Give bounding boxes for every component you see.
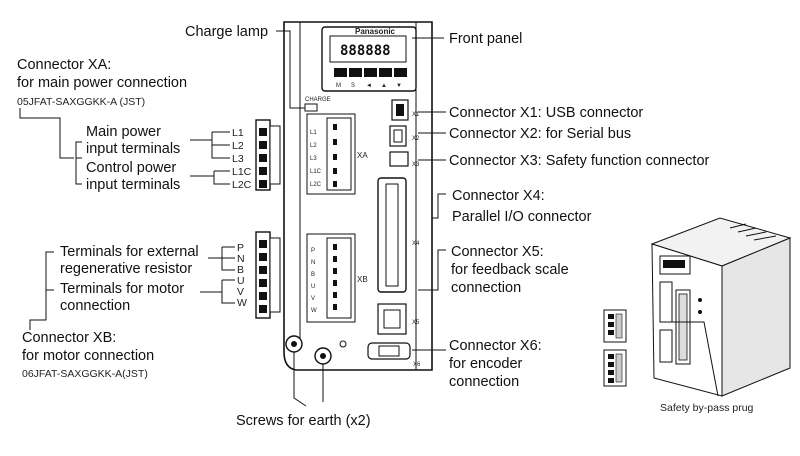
control-power-label-2: input terminals — [86, 177, 180, 193]
xa-terminal-l2c: L2C — [232, 179, 252, 191]
motor-term-label-1: Terminals for motor — [60, 281, 184, 297]
xb-panel-b: B — [311, 272, 315, 278]
xb-terminal-p: P — [237, 242, 244, 254]
front-panel: Panasonic 888888 M S ◄ ▲ ▼ — [321, 26, 417, 92]
xb-panel-w: W — [311, 308, 317, 314]
xa-part-number: 05JFAT-SAXGGKK-A (JST) — [17, 96, 145, 108]
x3-label: Connector X3: Safety function connector — [449, 153, 710, 169]
key-s-label: S — [351, 83, 355, 89]
xa-terminal-l1: L1 — [232, 127, 244, 139]
xa-plug — [255, 119, 281, 191]
charge-lamp-label: Charge lamp — [185, 24, 268, 40]
xa-terminal-l3: L3 — [232, 153, 244, 165]
xb-panel-tag: XB — [357, 275, 368, 284]
main-power-label-2: input terminals — [86, 141, 180, 157]
charge-tag: CHARGE — [305, 97, 331, 103]
x2-tag: X2 — [412, 136, 420, 142]
xb-panel: P N B U V W XB — [306, 233, 368, 323]
x4-label-2: Parallel I/O connector — [452, 209, 592, 225]
xb-panel-p: P — [311, 248, 315, 254]
x6-label-3: connection — [449, 374, 519, 390]
xb-description: for motor connection — [22, 348, 154, 364]
key-down-button[interactable] — [394, 68, 407, 77]
xb-plug — [255, 231, 281, 319]
xa-panel-l3: L3 — [310, 156, 317, 162]
xb-panel-v: V — [311, 296, 315, 302]
ports: X1 X2 X3 X4 X5 X6 — [367, 99, 421, 368]
x4-tag: X4 — [412, 241, 420, 247]
safety-leader-line — [672, 321, 719, 397]
earth-screws — [285, 335, 347, 365]
x3-safety-port — [389, 151, 409, 167]
isometric-drive — [650, 217, 792, 397]
xa-description: for main power connection — [17, 75, 187, 91]
xa-panel-tag: XA — [357, 151, 368, 160]
front-panel-label: Front panel — [449, 31, 522, 47]
key-up-button[interactable] — [379, 68, 392, 77]
x4-label-1: Connector X4: — [452, 188, 545, 204]
xb-terminal-w: W — [237, 297, 247, 309]
x5-label-3: connection — [451, 280, 521, 296]
xb-title: Connector XB: — [22, 330, 116, 346]
x6-tag: X6 — [413, 362, 421, 368]
x5-tag: X5 — [412, 320, 420, 326]
x6-label-2: for encoder — [449, 356, 523, 372]
panel-keys: M S ◄ ▲ ▼ — [334, 68, 407, 89]
xa-terminal-l1c: L1C — [232, 166, 252, 178]
main-power-label-1: Main power — [86, 124, 161, 140]
key-s-button[interactable] — [349, 68, 362, 77]
xb-terminal-u: U — [237, 275, 245, 287]
x5-label-1: Connector X5: — [451, 244, 544, 260]
motor-term-label-2: connection — [60, 298, 130, 314]
brand-logo: Panasonic — [355, 27, 396, 36]
xa-panel-l1c: L1C — [310, 169, 322, 175]
key-m-label: M — [336, 83, 341, 89]
xa-terminal-l2: L2 — [232, 140, 244, 152]
xb-panel-u: U — [311, 284, 315, 290]
key-m-button[interactable] — [334, 68, 347, 77]
x5-label-2: for feedback scale — [451, 262, 569, 278]
safety-bypass-label: Safety by-pass prug — [660, 402, 754, 414]
x5-feedback-port — [377, 303, 407, 335]
key-shift-label: ◄ — [366, 83, 372, 89]
screws-label: Screws for earth (x2) — [236, 413, 371, 429]
x1-tag: X1 — [412, 112, 420, 118]
xb-terminal-v: V — [237, 286, 244, 298]
xb-terminal-b: B — [237, 264, 244, 276]
xa-panel-l1: L1 — [310, 130, 317, 136]
xb-part-number: 06JFAT-SAXGGKK-A(JST) — [22, 368, 148, 380]
xa-title: Connector XA: — [17, 57, 111, 73]
xa-panel: L1 L2 L3 L1C L2C XA — [306, 113, 368, 195]
xb-terminal-n: N — [237, 253, 245, 265]
key-down-label: ▼ — [396, 83, 402, 89]
regen-label-1: Terminals for external — [60, 244, 199, 260]
xb-panel-n: N — [311, 260, 315, 266]
key-shift-button[interactable] — [364, 68, 377, 77]
x1-label: Connector X1: USB connector — [449, 105, 643, 121]
regen-label-2: regenerative resistor — [60, 261, 192, 277]
loose-plugs — [603, 309, 627, 387]
leader-lines — [19, 30, 446, 407]
key-up-label: ▲ — [381, 83, 387, 89]
control-power-label-1: Control power — [86, 160, 176, 176]
x3-tag: X3 — [412, 162, 420, 168]
xa-panel-l2c: L2C — [310, 182, 322, 188]
xa-panel-l2: L2 — [310, 143, 317, 149]
x6-label-1: Connector X6: — [449, 338, 542, 354]
x2-label: Connector X2: for Serial bus — [449, 126, 631, 142]
seven-segment-display: 888888 — [340, 43, 391, 59]
